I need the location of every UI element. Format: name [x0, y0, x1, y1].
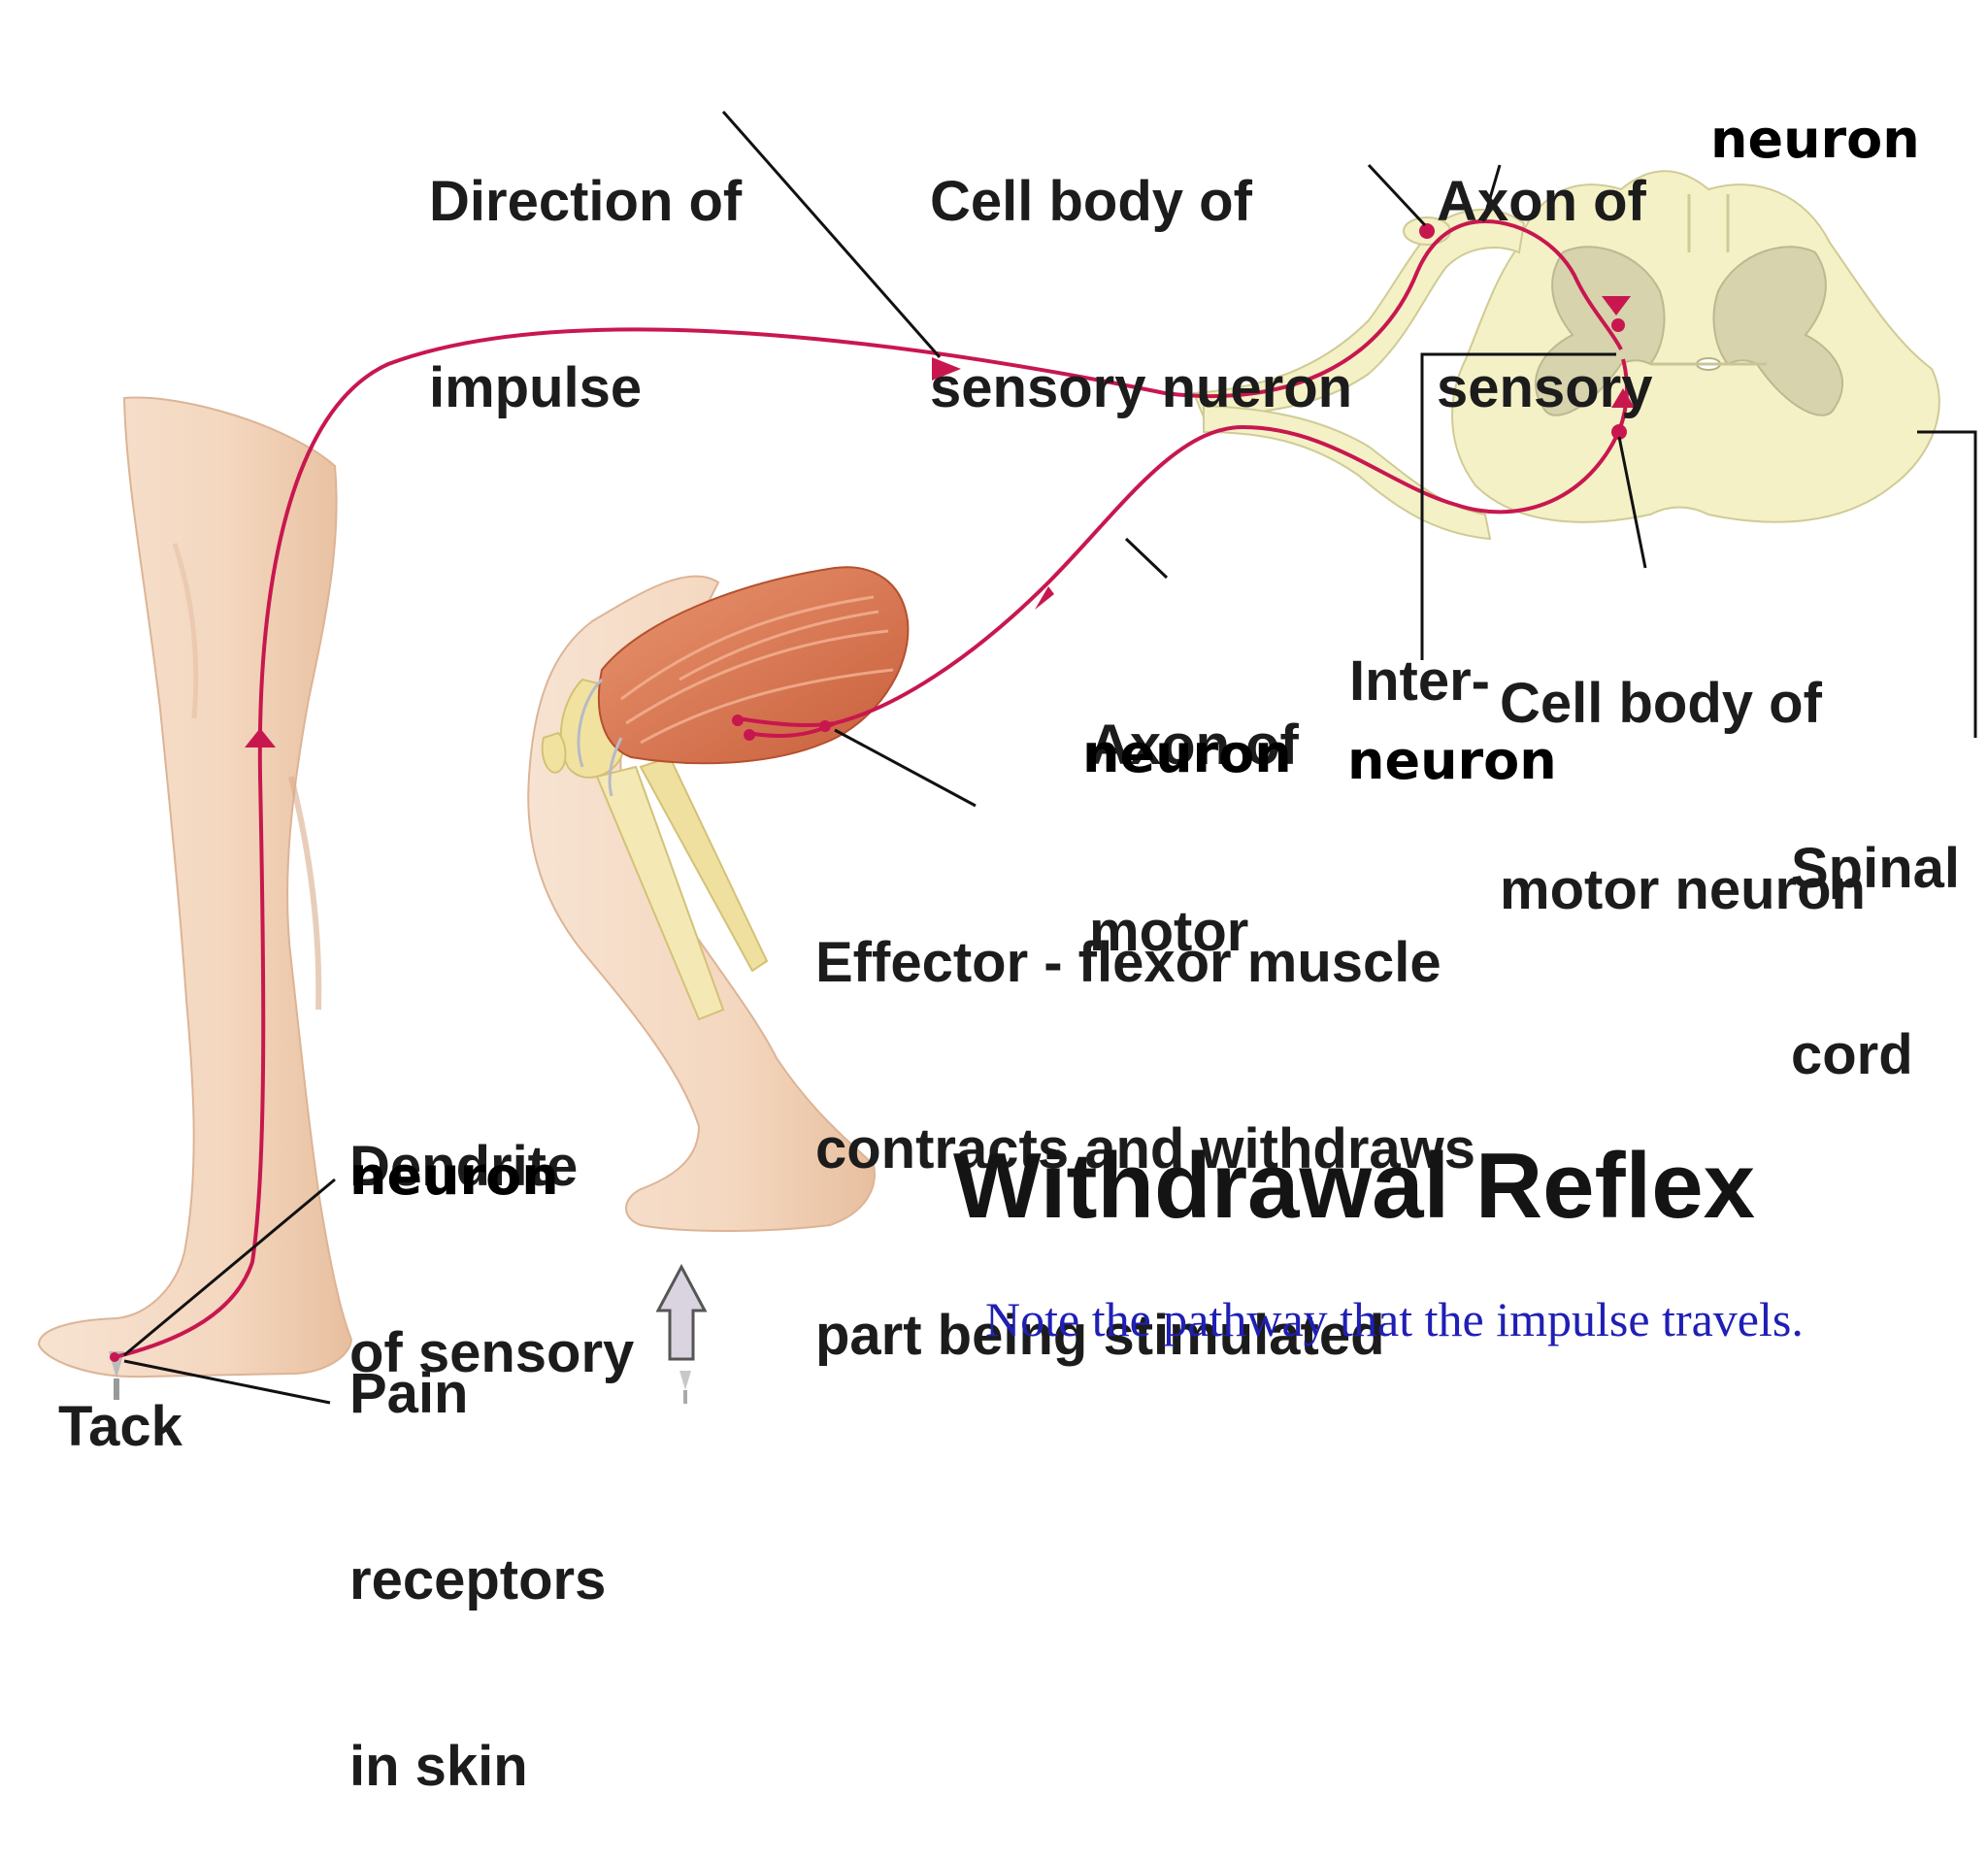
diagram-title: Withdrawal Reflex	[953, 1134, 1755, 1238]
label-line: Dendrite	[349, 1135, 579, 1198]
label-cell-body-motor: Cell body of motor neuron	[1500, 548, 1866, 983]
label-line: Axon of	[1089, 714, 1299, 777]
leg-shading	[288, 776, 322, 1011]
label-line: motor neuron	[1500, 858, 1866, 921]
label-pain-receptors: Pain receptors in skin	[349, 1239, 606, 1860]
label-line: sensory	[1437, 356, 1653, 419]
label-axon-motor: Axon of motor	[1089, 590, 1299, 1025]
leg-shading	[172, 543, 199, 719]
label-dendrite: Dendrite of sensory	[349, 1012, 634, 1446]
label-line: of sensory	[349, 1321, 635, 1384]
label-line: Direction of	[429, 170, 743, 233]
diagram-note: Note the pathway that the impulse travel…	[985, 1292, 1804, 1346]
tendons	[577, 678, 623, 797]
label-tack: Tack	[58, 1395, 182, 1458]
leader-lines	[123, 111, 1977, 1405]
withdrawal-reflex-diagram: Direction of impulse Cell body of sensor…	[37, 47, 1977, 1798]
label-line: motor	[1089, 900, 1249, 963]
label-line: Pain	[349, 1362, 469, 1425]
label-interneuron-neuron: neuron	[1347, 730, 1557, 791]
label-axon-sensory: Axon of sensory	[1437, 47, 1652, 482]
label-line: receptors	[349, 1548, 607, 1611]
spinal-cord	[1451, 170, 1940, 523]
grey-matter	[1534, 246, 1844, 416]
label-line: impulse	[429, 356, 643, 419]
label-line: sensory nueron	[930, 356, 1353, 419]
label-line: Effector - flexor muscle	[815, 931, 1441, 994]
label-axon-motor-neuron: neuron	[1082, 723, 1292, 784]
label-interneuron: Inter-	[1349, 649, 1490, 713]
label-line: in skin	[349, 1735, 528, 1798]
label-line: Spinal	[1791, 837, 1961, 900]
direction-arrows	[245, 296, 1635, 747]
label-effector: Effector - flexor muscle contracts and w…	[815, 808, 1475, 1429]
muscle-fibers	[620, 595, 894, 745]
label-cell-body-sensory: Cell body of sensory nueron	[930, 47, 1352, 482]
diagram-illustration	[37, 111, 1977, 1405]
label-line: Cell body of	[1500, 672, 1822, 735]
label-line: Cell body of	[930, 170, 1252, 233]
label-line: contracts and withdraws	[815, 1117, 1476, 1180]
label-spinal-cord: Spinal cord	[1791, 714, 1960, 1148]
label-direction-of-impulse: Direction of impulse	[429, 47, 742, 482]
neuron-cell-bodies	[110, 223, 1627, 1362]
label-line: cord	[1791, 1023, 1913, 1086]
spinal-nerve	[1192, 208, 1526, 541]
tack-object	[679, 1371, 691, 1404]
flexor-muscle	[597, 566, 910, 765]
label-axon-sensory-neuron: neuron	[1710, 109, 1920, 170]
upward-arrow-icon	[655, 1263, 708, 1361]
label-dendrite-neuron: neuron	[349, 1146, 559, 1207]
label-line: part being stimulated	[815, 1304, 1385, 1367]
standing-leg	[37, 396, 353, 1378]
label-line: Axon of	[1437, 170, 1646, 233]
